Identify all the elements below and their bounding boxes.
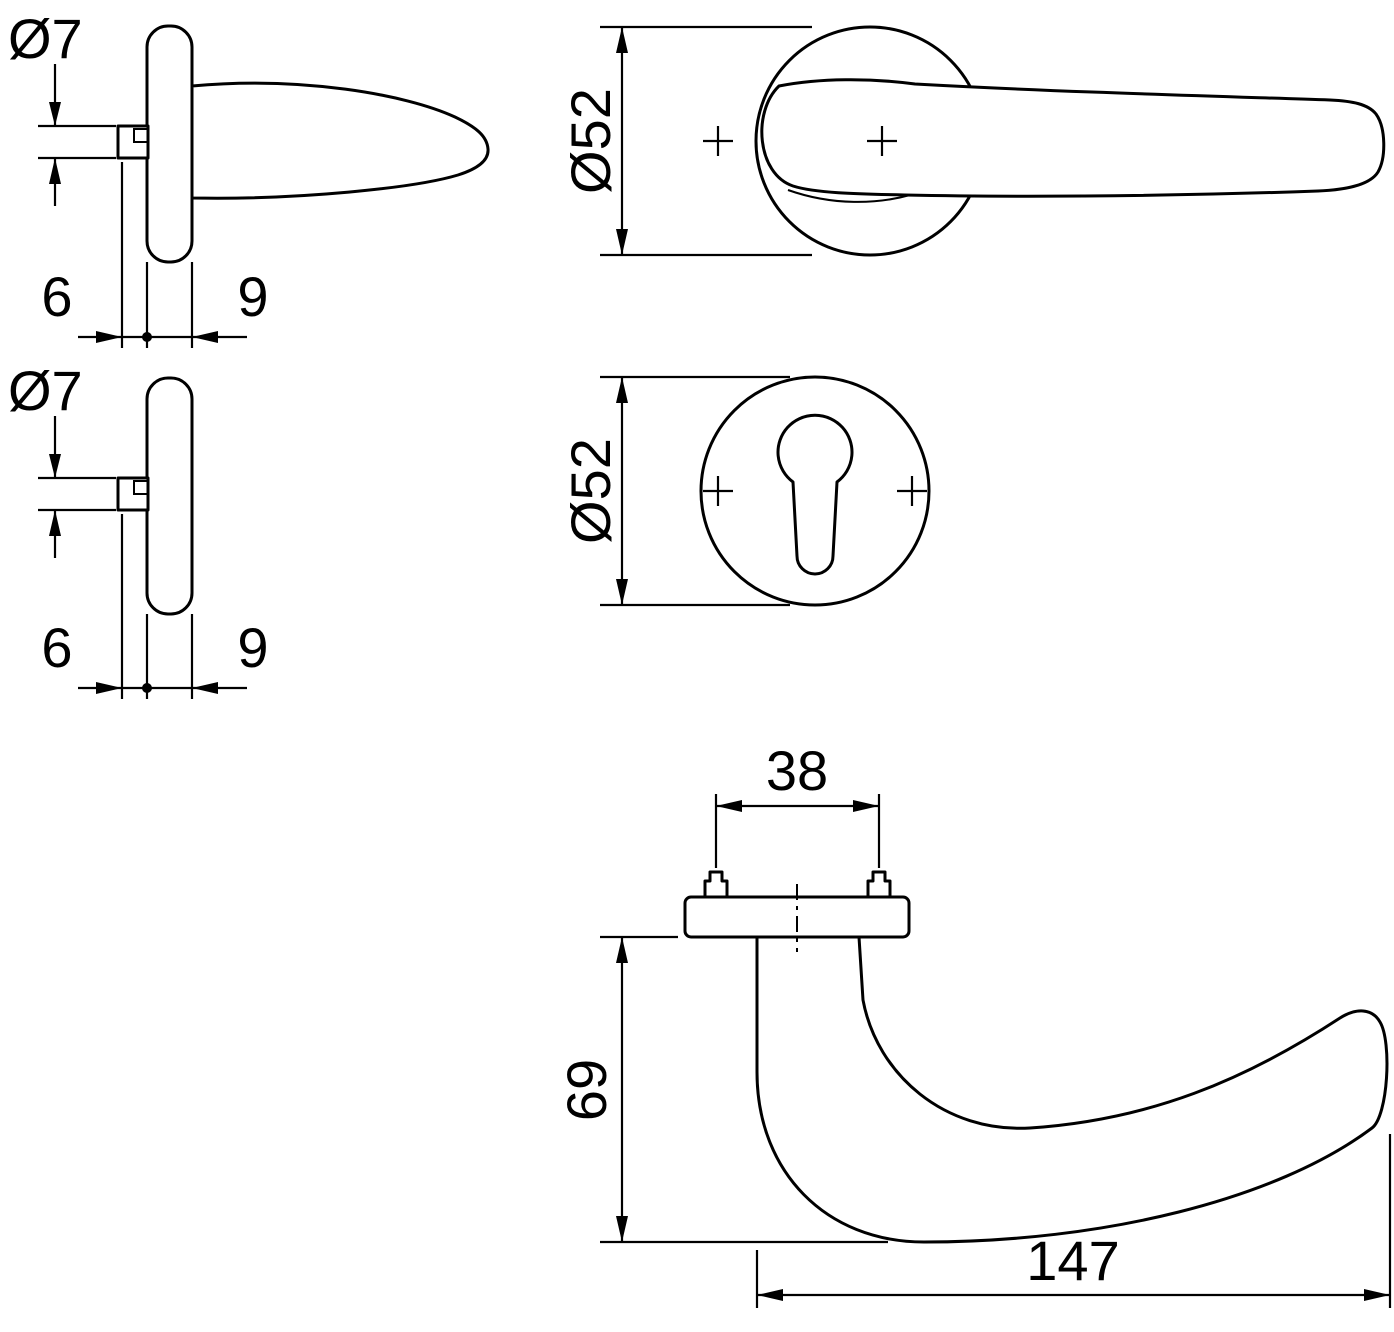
view-handle-elevation: 38 69 147 [555, 739, 1392, 1308]
dim-text-length: 147 [1026, 1229, 1119, 1292]
screw-hole-cross-right [867, 126, 897, 156]
dim-dot [142, 332, 152, 342]
dim-arrow-left [192, 682, 218, 694]
dim-text-backset: 6 [41, 265, 72, 328]
screw-hole-cross-left [703, 476, 733, 506]
lever-front-outline [760, 78, 1386, 198]
spindle-detail [133, 480, 149, 495]
dim-text-rose-diameter: Ø52 [559, 88, 622, 194]
dim-arrow-up [49, 158, 61, 184]
extension-lines-projection [600, 935, 888, 1244]
dim-arrow-up [616, 937, 628, 963]
fixing-screw-right [866, 870, 892, 897]
dim-arrow-left [716, 800, 742, 812]
dim-arrow-left [192, 331, 218, 343]
view-escutcheon-side: Ø7 6 9 [8, 359, 269, 699]
extension-lines-rose-faces [145, 614, 194, 699]
dim-arrow-down [49, 102, 61, 126]
dim-arrow-up [49, 510, 61, 536]
dim-arrow-down [616, 1216, 628, 1242]
dim-text-spindle-diameter: Ø7 [8, 7, 83, 70]
dim-text-rose-diameter: Ø52 [559, 438, 622, 544]
view-escutcheon-front: Ø52 [559, 375, 931, 607]
dim-dot [142, 683, 152, 693]
extension-lines-spindle [38, 124, 116, 160]
dim-text-rose-thickness: 9 [237, 616, 268, 679]
dim-arrow-down [616, 229, 628, 255]
dim-arrow-left [757, 1289, 783, 1301]
screw-hole-cross-left [703, 126, 733, 156]
dim-text-screw-spacing: 38 [766, 739, 828, 802]
dim-arrow-up [616, 377, 628, 403]
dim-arrow-right [853, 800, 879, 812]
dim-text-backset: 6 [41, 616, 72, 679]
dim-arrow-right [96, 682, 122, 694]
dim-arrow-down [49, 454, 61, 478]
view-handle-side: Ø7 6 9 [8, 7, 490, 348]
neck-junction-line [787, 189, 911, 203]
dim-text-spindle-diameter: Ø7 [8, 359, 83, 422]
spindle-detail [133, 128, 149, 143]
dim-arrow-up [616, 27, 628, 53]
dim-arrow-right [96, 331, 122, 343]
screw-hole-cross-right [897, 476, 927, 506]
extension-lines-diameter [600, 25, 812, 257]
lever-elevation-outline [755, 935, 1389, 1244]
dim-arrow-right [1364, 1289, 1390, 1301]
dim-arrow-down [616, 579, 628, 605]
extension-lines-rose-faces [145, 262, 194, 348]
rose-side-profile [145, 24, 194, 264]
extension-lines-length [755, 1134, 1392, 1308]
fixing-screw-left [703, 870, 729, 897]
dim-text-rose-thickness: 9 [237, 265, 268, 328]
euro-cylinder-cutout [776, 413, 854, 576]
extension-lines-diameter [600, 375, 790, 607]
escutcheon-side-profile [145, 376, 194, 616]
extension-lines-spindle [38, 476, 116, 512]
lever-grip-side-profile [190, 81, 490, 200]
dim-text-projection: 69 [555, 1059, 618, 1121]
view-handle-front: Ø52 [559, 25, 1386, 257]
